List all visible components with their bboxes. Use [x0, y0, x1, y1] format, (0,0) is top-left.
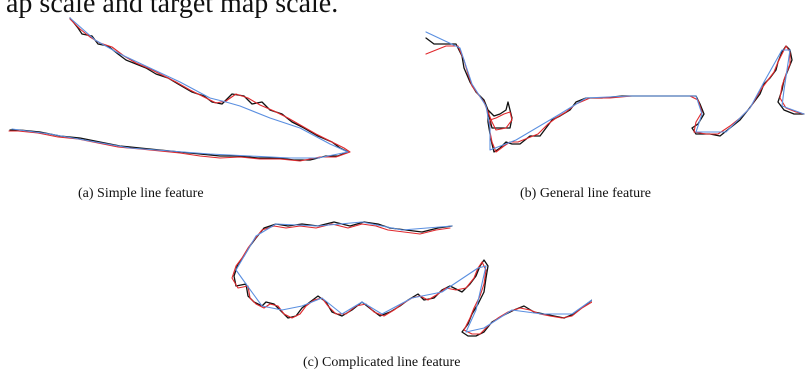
panel-c-black-line [233, 221, 592, 337]
panel-a-red-line [8, 18, 351, 162]
caption-panel-a: (a) Simple line feature [78, 186, 204, 201]
caption-panel-c: (c) Complicated line feature [303, 355, 461, 370]
panel-a-black-line [9, 17, 349, 161]
panel-b-black-line [425, 37, 805, 153]
panel-b-blue-line [425, 31, 805, 151]
panel-c-blue-line [235, 221, 592, 333]
figure-panel-a [8, 17, 351, 162]
figure-panel-c [231, 221, 592, 337]
panel-c-red-line [231, 223, 592, 335]
caption-panel-b: (b) General line feature [520, 186, 651, 201]
panel-b-red-line [425, 45, 805, 153]
panel-a-blue-line [11, 17, 349, 159]
figure-panel-b [425, 31, 805, 153]
header-text-fragment: ap scale and target map scale. [6, 0, 339, 19]
